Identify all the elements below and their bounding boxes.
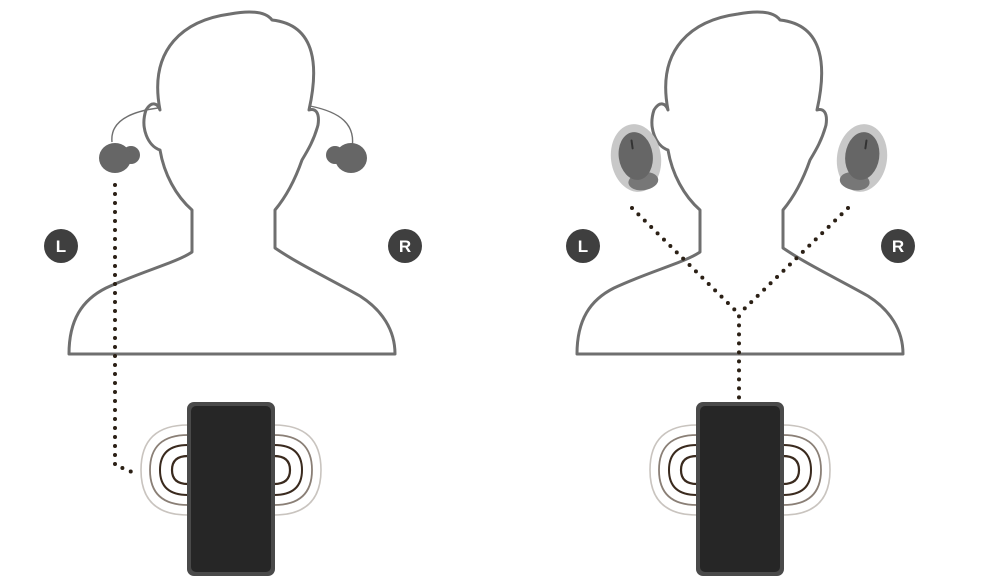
signal-wave-icon — [648, 423, 699, 517]
smartphone-icon — [696, 402, 784, 576]
signal-wave-icon — [781, 423, 832, 517]
earbud-icon — [326, 143, 367, 173]
svg-text:L: L — [578, 237, 588, 256]
signal-wave-icon — [139, 423, 190, 517]
panel-right: L R — [566, 10, 915, 576]
smartphone-icon — [187, 402, 275, 576]
svg-text:R: R — [892, 237, 904, 256]
connection-line — [737, 206, 850, 316]
svg-text:L: L — [56, 237, 66, 256]
neckband-cable — [111, 107, 159, 143]
right-badge: R — [881, 229, 915, 263]
left-badge: L — [44, 229, 78, 263]
left-badge: L — [566, 229, 600, 263]
signal-wave-icon — [272, 423, 323, 517]
connection-line — [113, 183, 134, 474]
earbud-icon — [99, 143, 140, 173]
earbud-icon — [831, 119, 893, 197]
right-badge: R — [388, 229, 422, 263]
panel-left: L R — [44, 10, 422, 576]
neckband-cable — [309, 105, 354, 149]
head-outline-icon — [67, 10, 397, 356]
svg-text:R: R — [399, 237, 411, 256]
